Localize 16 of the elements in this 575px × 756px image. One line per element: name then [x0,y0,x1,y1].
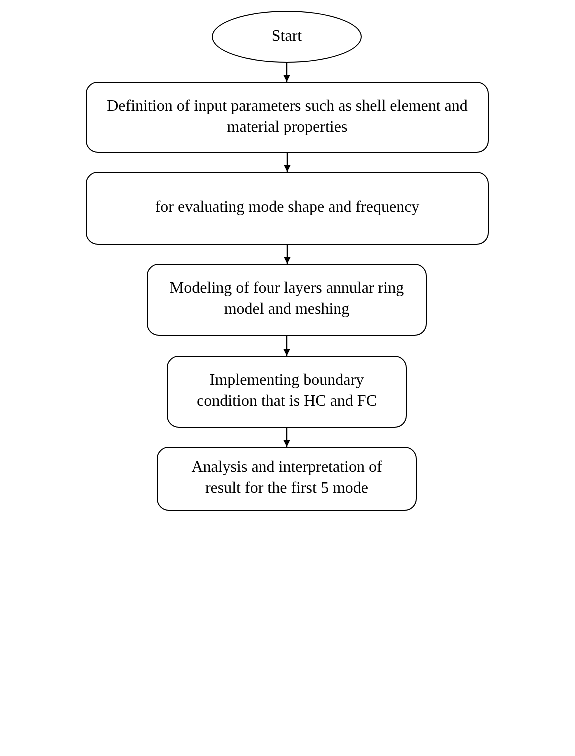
arrow [284,428,290,447]
arrow [284,336,290,356]
arrow [284,153,291,172]
process-box [86,172,489,245]
node-text: Modeling of four layers annular ring model and meshing [168,279,406,320]
node-text: Implementing boundary condition that is HC and FC [196,371,378,412]
node-text: Analysis and interpretation of result for the first 5 mode [190,458,384,499]
node-text: for evaluating mode shape and frequency [155,198,420,218]
process-box [157,447,417,511]
arrow [284,245,291,264]
process-box [167,356,407,428]
node-text: Definition of input parameters such as shell element and material properties [106,96,469,138]
process-box [147,264,427,336]
process-box [86,82,489,153]
arrow [284,63,290,82]
node-text: Start [272,26,302,47]
